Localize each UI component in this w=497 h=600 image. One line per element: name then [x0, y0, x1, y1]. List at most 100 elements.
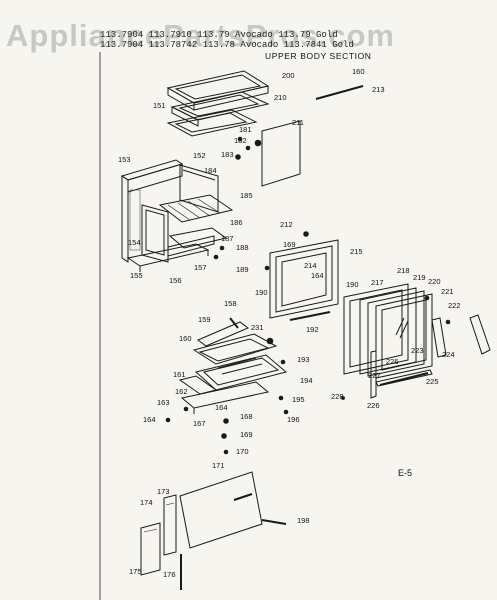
part-label-226: 226 — [386, 357, 399, 366]
section-title: UPPER BODY SECTION — [265, 51, 372, 61]
screw-189 — [264, 265, 270, 271]
screw-188 — [213, 254, 219, 260]
part-label-219: 219 — [413, 273, 426, 282]
part-label-158: 158 — [224, 299, 237, 308]
part-label-222: 222 — [448, 301, 461, 310]
part-label-217: 217 — [371, 278, 384, 287]
side-plate-211 — [261, 120, 301, 187]
part-label-171: 171 — [212, 461, 225, 470]
part-label-193: 193 — [297, 355, 310, 364]
screw-170 — [223, 449, 229, 455]
rack-185 — [158, 194, 234, 223]
part-label-192: 192 — [306, 325, 319, 334]
part-label-221: 221 — [441, 287, 454, 296]
door-assembly-217 — [343, 283, 433, 379]
part-label-215: 215 — [350, 247, 363, 256]
knob-231 — [266, 337, 274, 345]
hinge-224 — [431, 317, 447, 358]
part-label-190: 190 — [255, 288, 268, 297]
part-label-164: 164 — [311, 271, 324, 280]
part-label-151: 151 — [153, 101, 166, 110]
base-155 — [126, 243, 210, 272]
part-label-195: 195 — [292, 395, 305, 404]
part-label-189: 189 — [236, 265, 249, 274]
part-label-169: 169 — [240, 430, 253, 439]
part-label-225: 225 — [426, 377, 439, 386]
part-label-186: 186 — [230, 218, 243, 227]
screw-195 — [278, 395, 284, 401]
plate-175-detail — [143, 528, 158, 533]
edge-tab — [469, 314, 491, 355]
broiler-assembly-160 — [178, 333, 288, 395]
part-label-194: 194 — [300, 376, 313, 385]
part-label-154: 154 — [128, 238, 141, 247]
top-tray-200 — [166, 70, 270, 111]
screw-163 — [183, 406, 189, 412]
part-label-228: 228 — [331, 392, 344, 401]
screw-164 — [165, 417, 171, 423]
part-label-212: 212 — [280, 220, 293, 229]
screw-193 — [280, 359, 286, 365]
part-label-211: 211 — [292, 118, 304, 127]
part-label-227: 227 — [368, 371, 381, 380]
part-label-213: 213 — [372, 85, 385, 94]
frame-210 — [170, 91, 270, 127]
screw-221 — [424, 295, 430, 301]
trim-225 — [375, 369, 433, 387]
trim-225b — [379, 372, 429, 386]
part-label-162: 162 — [175, 387, 188, 396]
part-label-220: 220 — [428, 277, 441, 286]
screw-181 — [237, 136, 243, 142]
part-label-200: 200 — [282, 71, 295, 80]
part-label-182: 182 — [234, 136, 247, 145]
part-label-184: 184 — [204, 166, 217, 175]
bracket-173 — [163, 494, 177, 556]
part-label-185: 185 — [240, 191, 253, 200]
screw-183 — [235, 154, 241, 160]
screw-187 — [219, 245, 225, 251]
part-label-174: 174 — [140, 498, 153, 507]
rod-198 — [261, 519, 287, 525]
part-label-210: 210 — [274, 93, 287, 102]
bottom-pan-186 — [167, 227, 228, 257]
part-label-223: 223 — [411, 346, 424, 355]
part-label-170: 170 — [236, 447, 249, 456]
panel-151 — [166, 109, 258, 137]
knob-211a — [254, 139, 262, 147]
bracket-164 — [180, 381, 270, 414]
part-label-164: 164 — [143, 415, 156, 424]
part-label-163: 163 — [157, 398, 170, 407]
part-label-214: 214 — [304, 261, 317, 270]
screw-169 — [221, 433, 227, 439]
side-trim-227 — [370, 350, 377, 399]
rod-213 — [315, 85, 364, 100]
part-label-161: 161 — [173, 370, 186, 379]
part-label-190: 190 — [346, 280, 359, 289]
part-label-187: 187 — [221, 234, 234, 243]
model-line-1: 113.7904 113.7910 113.79 Avocado 113.79 … — [100, 30, 338, 40]
part-label-155: 155 — [130, 271, 143, 280]
part-label-226: 226 — [367, 401, 380, 410]
part-label-169: 169 — [283, 240, 296, 249]
part-label-164: 164 — [215, 403, 228, 412]
part-label-196: 196 — [287, 415, 300, 424]
plate-175 — [140, 522, 161, 576]
part-label-231: 231 — [251, 323, 264, 332]
screw-168 — [223, 418, 229, 424]
part-label-176: 176 — [163, 570, 176, 579]
part-label-188: 188 — [236, 243, 249, 252]
screw-228 — [341, 396, 345, 400]
bracket-173-detail — [165, 502, 175, 506]
screw-182 — [245, 145, 251, 151]
part-label-157: 157 — [194, 263, 207, 272]
inner-wall-154 — [141, 204, 169, 263]
part-label-224: 224 — [442, 350, 455, 359]
screw-196 — [283, 409, 289, 415]
oven-body-153 — [120, 159, 184, 263]
door-frame-215 — [269, 239, 339, 321]
screw-212 — [303, 231, 309, 237]
watermark: AppliancePartsPros.com — [6, 18, 395, 53]
kick-panel-171 — [179, 471, 263, 549]
part-label-160: 160 — [179, 334, 192, 343]
